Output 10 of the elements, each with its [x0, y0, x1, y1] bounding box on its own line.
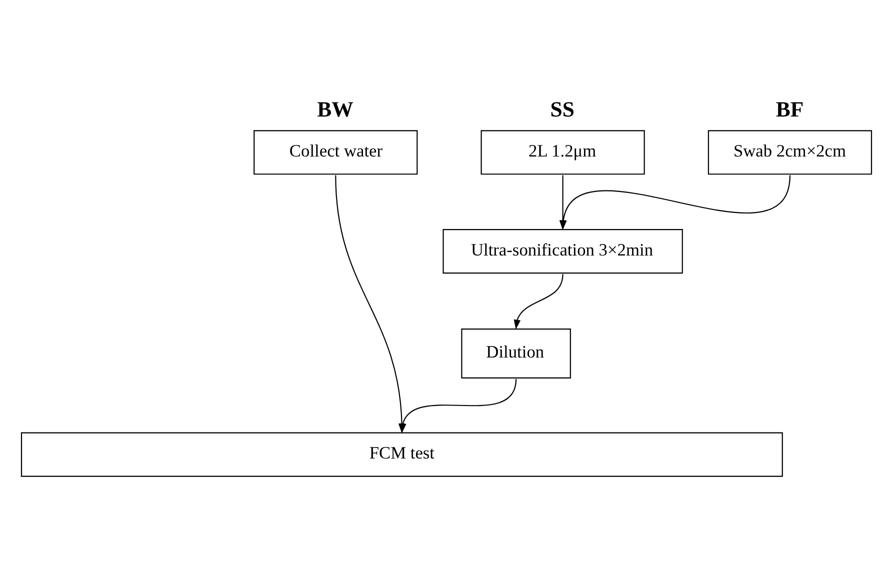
- node-box: Dilution: [461, 328, 571, 378]
- node-box: Collect water: [254, 130, 418, 175]
- node-box: FCM test: [20, 432, 783, 477]
- node-label: BW: [317, 98, 354, 122]
- arrow: [514, 274, 564, 330]
- node-box: Ultra-sonification 3×2min: [442, 229, 683, 274]
- node-box: Swab 2cm×2cm: [708, 130, 872, 175]
- node-box: 2L 1.2μm: [480, 130, 645, 175]
- node-label: BF: [776, 98, 804, 122]
- node-label: SS: [550, 98, 574, 122]
